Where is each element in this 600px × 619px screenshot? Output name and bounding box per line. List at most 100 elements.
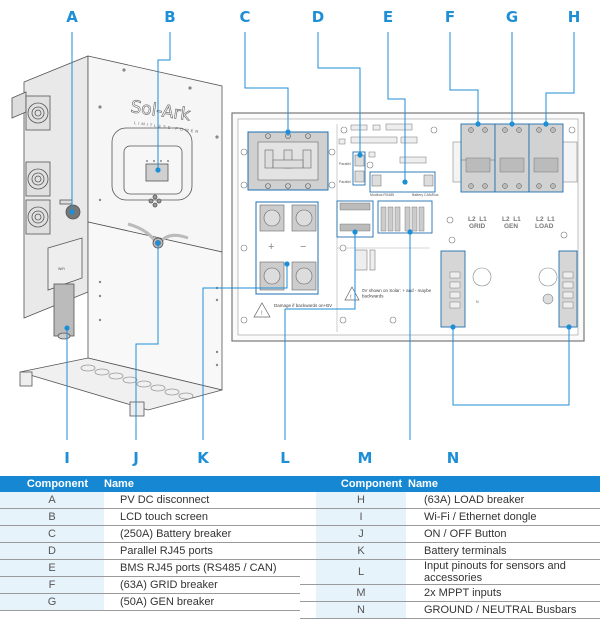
wifi-tag: WiFi	[58, 267, 65, 271]
component-code: B	[0, 508, 104, 526]
bms-rj45-ports	[369, 171, 436, 193]
callout-labels: A B C D E F G H I J K L M N	[64, 8, 580, 467]
dot-b	[155, 167, 161, 173]
wiring-panel: + − ! Damage if backwards on+BV Parallel…	[231, 112, 585, 342]
dot-i	[64, 325, 70, 331]
component-code: L	[316, 559, 406, 585]
fan-2-inner	[31, 172, 45, 186]
mount-foot-right	[129, 401, 145, 417]
table-row: F(63A) GRID breaker	[0, 576, 300, 594]
leader-e	[387, 32, 406, 180]
parallel-port-label-1: Parallel	[339, 162, 351, 166]
gen-breaker-phases: L2 L1	[502, 216, 521, 223]
callout-i: I	[64, 449, 70, 467]
row-spacer	[300, 492, 316, 509]
dot-n2	[566, 324, 572, 330]
component-code: I	[316, 508, 406, 526]
component-code: A	[0, 492, 104, 509]
dot-l	[352, 229, 358, 235]
component-name: (63A) LOAD breaker	[406, 492, 600, 509]
fan-grill-2	[25, 161, 51, 197]
lcd-screen	[145, 163, 169, 182]
load-breaker	[528, 123, 564, 193]
solar-warning-text-line-2: backwards	[362, 294, 384, 299]
dot-d	[357, 152, 363, 158]
component-name: Wi-Fi / Ethernet dongle	[406, 508, 600, 526]
fan-3-hub	[34, 213, 42, 221]
warning-icon-battery: !	[253, 302, 271, 318]
callout-h: H	[568, 8, 581, 26]
callout-l: L	[280, 449, 290, 467]
conduit-hole-2	[538, 267, 558, 287]
callout-n: N	[447, 449, 460, 467]
svg-text:!: !	[261, 311, 263, 317]
grid-breaker	[460, 123, 496, 193]
component-name: PV DC disconnect	[104, 492, 300, 509]
leader-f	[449, 32, 479, 124]
callout-c: C	[239, 8, 250, 26]
battery-terminals	[255, 201, 319, 295]
component-name: (63A) GRID breaker	[104, 576, 300, 594]
table-header-row: Component Name	[0, 476, 300, 492]
table-row: G(50A) GEN breaker	[0, 593, 300, 611]
table-row: C(250A) Battery breaker	[0, 525, 300, 543]
callout-m: M	[358, 449, 373, 467]
fan-1-hub	[34, 109, 42, 117]
front-screws	[98, 68, 219, 367]
callout-g: G	[506, 8, 518, 26]
dot-m	[407, 229, 413, 235]
panel-screws	[240, 126, 576, 324]
dot-a	[69, 209, 75, 215]
callout-dots	[64, 121, 572, 331]
component-name: 2x MPPT inputs	[406, 584, 600, 602]
mppt-terminals	[380, 206, 425, 232]
callout-leader-lines	[66, 32, 575, 440]
wifi-dongle	[53, 283, 75, 337]
battery-minus-label: −	[300, 241, 306, 253]
callout-k: K	[197, 449, 210, 467]
fan-vents	[25, 95, 51, 235]
solar-warning-text-content: 0V shown on Solar: + and - maybe	[362, 288, 432, 293]
row-spacer	[300, 525, 316, 543]
leader-n	[452, 327, 570, 406]
component-name: BMS RJ45 ports (RS485 / CAN)	[104, 559, 300, 577]
conduit-hole-1	[472, 267, 492, 287]
battery-warning-text: Damage if backwards on+BV	[274, 303, 332, 308]
component-name: Battery terminals	[406, 542, 600, 560]
column-header-name: Name	[406, 476, 600, 492]
fan-2-hub	[34, 175, 42, 183]
battery-terminal-blocks	[259, 204, 317, 291]
inverter-bottom-tray	[19, 357, 223, 411]
fan-2	[27, 168, 49, 190]
dot-c	[285, 129, 291, 135]
status-leds	[146, 160, 169, 162]
component-code: E	[0, 559, 104, 577]
battery-plus-label: +	[268, 241, 274, 253]
callout-f: F	[445, 8, 455, 26]
knockout-holes	[80, 364, 194, 400]
component-code: D	[0, 542, 104, 560]
component-name: (50A) GEN breaker	[104, 593, 300, 611]
inverter-unit	[11, 55, 223, 417]
header-connectors	[338, 123, 427, 164]
fan-1-inner	[31, 106, 45, 120]
solar-fuse-holders	[354, 249, 376, 271]
component-name: ON / OFF Button	[406, 525, 600, 543]
column-header-component: Component	[316, 476, 406, 492]
neutral-busbar	[440, 250, 466, 328]
table-row: H(63A) LOAD breaker	[300, 492, 600, 509]
dot-g	[509, 121, 515, 127]
leader-c	[244, 32, 289, 136]
fan-grill-3	[25, 199, 51, 235]
row-spacer	[300, 601, 316, 619]
leader-j	[135, 243, 159, 440]
fan-3-inner	[31, 210, 45, 224]
component-code: J	[316, 525, 406, 543]
